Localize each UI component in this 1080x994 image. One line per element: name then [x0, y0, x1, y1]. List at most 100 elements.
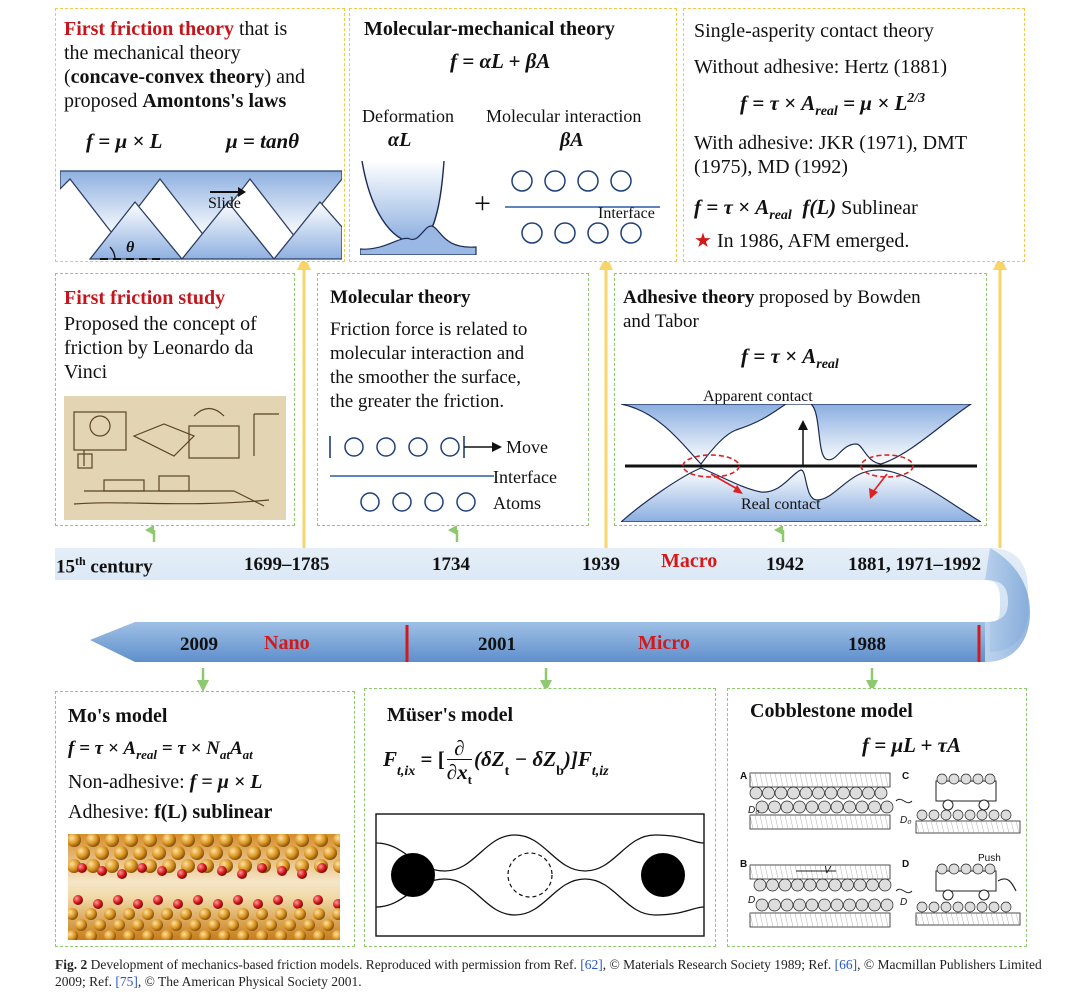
- move-label: Move: [506, 437, 548, 457]
- cobble-d-load: [960, 863, 972, 875]
- mo-atom-gold: [237, 930, 249, 940]
- cobble-b-bottom-block-hatch: [814, 912, 819, 928]
- concave-convex-diagram: [60, 170, 342, 261]
- cobble-b-bottom-ball: [880, 898, 894, 912]
- cobble-d-load: [936, 863, 948, 875]
- arrow-2009: [197, 680, 209, 692]
- cobble-d-ground-hatch: [995, 912, 1000, 926]
- year-15th-sup: th: [75, 554, 86, 568]
- mo-atom-gold: [284, 919, 296, 931]
- cobble-b-top-block-hatch: [789, 864, 794, 880]
- muser-denominator: ∂xt: [447, 760, 472, 792]
- cobble-d-pusher: [997, 878, 1017, 892]
- mo-atom-gold: [238, 834, 252, 847]
- mo-atom-red: [233, 895, 243, 905]
- real-arrow-right-head: [869, 488, 878, 499]
- mo-eq1-sub3: at: [242, 746, 253, 762]
- molmech-eq: f = αL + βA: [450, 49, 551, 73]
- mo-eq1: f = τ × Areal = τ × NatAat: [68, 738, 253, 763]
- cobble-a-bottom-block-hatch: [844, 814, 849, 830]
- cobble-d-ground-ball: [1000, 901, 1012, 913]
- davinci-line2: friction by Leonardo da: [64, 337, 254, 359]
- mo-atom-gold: [303, 919, 315, 931]
- cobble-a-bottom-ball: [855, 800, 869, 814]
- mo-atom-gold: [266, 846, 280, 860]
- year-2001: 2001: [478, 634, 516, 655]
- molecular-theory-diagram: [329, 436, 502, 512]
- cobble-panel-a: A: [740, 771, 748, 782]
- amontons-line3-bold: concave-convex theory: [70, 66, 265, 88]
- mo-atom-gold: [180, 930, 192, 940]
- cobble-c-ground-hatch: [990, 820, 995, 834]
- cobble-panel-c: C: [902, 771, 910, 782]
- mo-adhesive-eq: f(L) sublinear: [154, 801, 273, 823]
- moltheory-line2: molecular interaction and: [330, 343, 525, 364]
- adhesive-title-rest: proposed by Bowden: [754, 287, 921, 308]
- moltheory-line3: the smoother the surface,: [330, 367, 521, 388]
- year-1699-1785: 1699–1785: [244, 554, 330, 575]
- cobble-a-bottom-ball: [843, 800, 856, 814]
- cobble-b-bottom-block-hatch: [839, 912, 844, 928]
- cobble-d-ground-hatch: [965, 912, 970, 926]
- muser-denom-sub: t: [467, 772, 472, 788]
- cobble-d-ground-ball: [976, 901, 988, 913]
- cobble-b-top-block-hatch: [799, 864, 804, 880]
- cobble-c-wheel: [978, 799, 990, 811]
- macro-band: [55, 548, 1028, 652]
- cobble-a-top-block-hatch: [789, 772, 794, 788]
- cobblestone-art: [749, 772, 1021, 928]
- mo-atom-red: [333, 899, 340, 909]
- mo-atom-gold: [294, 908, 306, 920]
- cobble-c-ground-hatch: [940, 820, 945, 834]
- caption-ref-62[interactable]: [62]: [580, 957, 603, 972]
- davinci-line3: Vinci: [64, 361, 108, 383]
- afm-text: In 1986, AFM emerged.: [711, 230, 910, 252]
- mo-atom-gold: [256, 908, 268, 920]
- amontons-highlight: First friction theory: [64, 18, 234, 40]
- caption-ref-66[interactable]: [66]: [834, 957, 858, 972]
- mo-atom-red: [73, 895, 83, 905]
- cobble-b-bottom-block-hatch: [864, 912, 869, 928]
- adhesive-eq-lhs: f = τ × A: [741, 344, 817, 368]
- cobble-d-ground-hatch: [940, 912, 945, 926]
- cobble-c-ground-hatch: [955, 820, 960, 834]
- cobblestone-eq: f = μL + τA: [862, 733, 961, 757]
- mt-atom-bot-1: [360, 492, 380, 512]
- cobble-b-top-block-hatch: [809, 864, 814, 880]
- cobble-b-top-block-hatch: [759, 864, 764, 880]
- cobble-b-bottom-block: [749, 912, 891, 928]
- cobble-b-top-block-hatch: [774, 864, 779, 880]
- mo-atom-gold: [113, 919, 125, 931]
- box-adhesive-theory: Adhesive theory proposed by Bowden and T…: [614, 273, 987, 526]
- real-contact-ellipse-left: [682, 454, 740, 478]
- mo-atom-gold: [161, 930, 173, 940]
- mo-eq1-lhs: f = τ × A: [68, 738, 137, 759]
- cobble-d-wheel: [978, 889, 990, 901]
- cobble-d-right: D: [900, 897, 908, 908]
- cobble-d-ground-ball: [940, 901, 952, 913]
- mo-atom-red: [157, 866, 167, 876]
- mo-atom-gold: [189, 919, 201, 931]
- davinci-highlight: First friction study: [64, 287, 226, 309]
- cobble-d-ground: [915, 912, 1021, 926]
- hertz-eq-rhs: = μ × L: [837, 91, 908, 115]
- arrow-2001: [540, 680, 552, 692]
- mo-atom-gold: [85, 908, 97, 920]
- mo-atom-gold: [75, 919, 87, 931]
- cobble-c-ground-hatch: [965, 820, 970, 834]
- cobble-b-top-block-hatch: [874, 864, 879, 880]
- mt-atom-bot-3: [424, 492, 444, 512]
- cobble-b-bottom-ball: [843, 898, 856, 912]
- mol-atom-top-1: [511, 170, 533, 192]
- mo-atom-gold: [200, 834, 214, 847]
- cobble-c-ground-hatch: [1000, 820, 1005, 834]
- cobble-b-bottom-block-hatch: [879, 912, 884, 928]
- theta-arc: [109, 246, 116, 260]
- caption-ref-75[interactable]: [75]: [115, 974, 138, 989]
- mo-atom-gold: [246, 919, 258, 931]
- sketch-strokes: [73, 407, 279, 507]
- cobble-b-top-ball: [803, 878, 817, 892]
- cobble-a-top-block-hatch: [849, 772, 854, 788]
- muser-eq-close: )]F: [563, 747, 592, 771]
- real-contact-ellipse-right: [860, 454, 914, 478]
